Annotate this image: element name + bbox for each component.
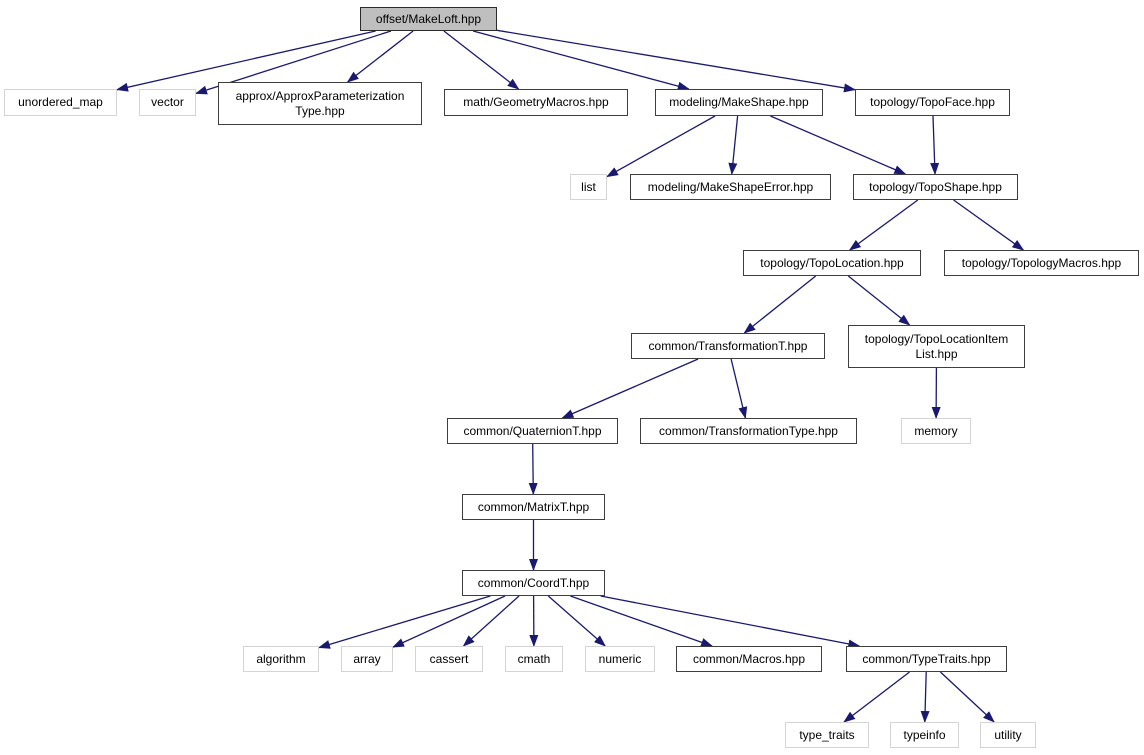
node-memory: memory bbox=[901, 418, 971, 444]
node-label: utility bbox=[994, 727, 1022, 742]
node-label: memory bbox=[914, 423, 958, 438]
edge-typetraits-to-typeinfo bbox=[920, 671, 930, 723]
node-topologymacros[interactable]: topology/TopologyMacros.hpp bbox=[944, 250, 1139, 276]
node-label: topology/TopoFace.hpp bbox=[870, 95, 995, 109]
edge-makeloft-to-unordered_map bbox=[116, 30, 376, 92]
node-macros[interactable]: common/Macros.hpp bbox=[676, 646, 822, 672]
node-label: common/Macros.hpp bbox=[692, 651, 806, 666]
node-label: math/GeometryMacros.hpp bbox=[463, 95, 609, 109]
node-matrixt[interactable]: common/MatrixT.hpp bbox=[462, 494, 605, 520]
node-typetraits[interactable]: common/TypeTraits.hpp bbox=[846, 646, 1007, 672]
node-makeloft: offset/MakeLoft.hpp bbox=[360, 7, 497, 31]
node-label: vector bbox=[151, 95, 184, 109]
edge-topolocation-to-transformationt bbox=[743, 275, 817, 334]
node-list: list bbox=[570, 174, 607, 200]
node-label: topology/TopoLocationItem List.hpp bbox=[864, 331, 1009, 361]
node-label: common/QuaternionT.hpp bbox=[463, 423, 602, 438]
node-label: common/TypeTraits.hpp bbox=[862, 651, 991, 666]
edge-toposhape-to-topolocation bbox=[848, 199, 919, 251]
node-unordered_map: unordered_map bbox=[4, 89, 117, 116]
node-label: common/CoordT.hpp bbox=[477, 575, 590, 590]
edge-makeshape-to-makeshapeerror bbox=[728, 115, 739, 175]
node-topolocation[interactable]: topology/TopoLocation.hpp bbox=[743, 250, 921, 276]
edge-quaterniont-to-matrixt bbox=[528, 443, 538, 495]
edge-coordt-to-algorithm bbox=[318, 595, 491, 649]
edge-topolocation-to-topolocationitemlist bbox=[847, 275, 911, 326]
node-cmath: cmath bbox=[505, 646, 563, 672]
edge-typetraits-to-type_traits bbox=[843, 671, 910, 723]
node-label: common/TransformationType.hpp bbox=[659, 423, 838, 438]
node-label: type_traits bbox=[799, 727, 855, 742]
node-typeinfo: typeinfo bbox=[890, 722, 959, 748]
edge-coordt-to-array bbox=[392, 595, 506, 648]
edge-makeshape-to-list bbox=[606, 115, 716, 178]
node-label: topology/TopoShape.hpp bbox=[869, 179, 1002, 194]
node-label: offset/MakeLoft.hpp bbox=[375, 11, 482, 26]
node-topolocationitemlist[interactable]: topology/TopoLocationItem List.hpp bbox=[848, 325, 1025, 368]
node-vector: vector bbox=[139, 89, 196, 116]
node-label: cassert bbox=[429, 651, 469, 666]
node-label: common/MatrixT.hpp bbox=[477, 499, 590, 514]
edge-transformationt-to-transformationtype bbox=[730, 358, 748, 419]
edge-transformationt-to-quaterniont bbox=[561, 358, 699, 419]
node-utility: utility bbox=[980, 722, 1036, 748]
node-makeshapeerror[interactable]: modeling/MakeShapeError.hpp bbox=[630, 174, 831, 200]
node-geometrymacros[interactable]: math/GeometryMacros.hpp bbox=[444, 89, 628, 116]
node-toposhape[interactable]: topology/TopoShape.hpp bbox=[853, 174, 1018, 200]
edge-makeshape-to-toposhape bbox=[770, 115, 907, 175]
node-type_traits: type_traits bbox=[785, 722, 869, 748]
edge-coordt-to-cassert bbox=[462, 595, 520, 647]
node-label: cmath bbox=[517, 651, 551, 666]
node-numeric: numeric bbox=[585, 646, 655, 672]
node-label: algorithm bbox=[256, 651, 306, 666]
node-label: list bbox=[581, 179, 596, 194]
edge-makeloft-to-geometrymacros bbox=[443, 30, 520, 90]
node-label: common/TransformationT.hpp bbox=[648, 338, 808, 353]
edge-coordt-to-numeric bbox=[547, 595, 606, 647]
edge-topoface-to-toposhape bbox=[930, 115, 940, 175]
edge-coordt-to-typetraits bbox=[600, 595, 861, 649]
edge-makeloft-to-makeshape bbox=[472, 30, 690, 91]
node-label: topology/TopoLocation.hpp bbox=[760, 255, 904, 270]
node-label: numeric bbox=[598, 651, 642, 666]
node-label: typeinfo bbox=[903, 727, 946, 742]
edge-coordt-to-macros bbox=[570, 595, 714, 647]
node-algorithm: algorithm bbox=[243, 646, 319, 672]
node-transformationt[interactable]: common/TransformationT.hpp bbox=[631, 333, 825, 359]
node-cassert: cassert bbox=[415, 646, 483, 672]
edge-typetraits-to-utility bbox=[939, 671, 995, 723]
node-label: unordered_map bbox=[18, 95, 103, 109]
edge-makeloft-to-topoface bbox=[496, 29, 856, 93]
node-label: modeling/MakeShapeError.hpp bbox=[647, 179, 814, 194]
edge-toposhape-to-topologymacros bbox=[953, 199, 1025, 251]
node-approxparam[interactable]: approx/ApproxParameterization Type.hpp bbox=[218, 82, 422, 125]
node-array: array bbox=[341, 646, 393, 672]
node-topoface[interactable]: topology/TopoFace.hpp bbox=[855, 89, 1010, 116]
node-label: topology/TopologyMacros.hpp bbox=[961, 255, 1122, 270]
node-label: array bbox=[353, 651, 381, 666]
node-coordt[interactable]: common/CoordT.hpp bbox=[462, 570, 605, 596]
node-label: modeling/MakeShape.hpp bbox=[669, 95, 809, 109]
edge-makeloft-to-approxparam bbox=[346, 30, 414, 83]
node-quaterniont[interactable]: common/QuaternionT.hpp bbox=[447, 418, 618, 444]
node-makeshape[interactable]: modeling/MakeShape.hpp bbox=[655, 89, 823, 116]
node-label: approx/ApproxParameterization Type.hpp bbox=[235, 88, 405, 118]
node-transformationtype[interactable]: common/TransformationType.hpp bbox=[640, 418, 857, 444]
